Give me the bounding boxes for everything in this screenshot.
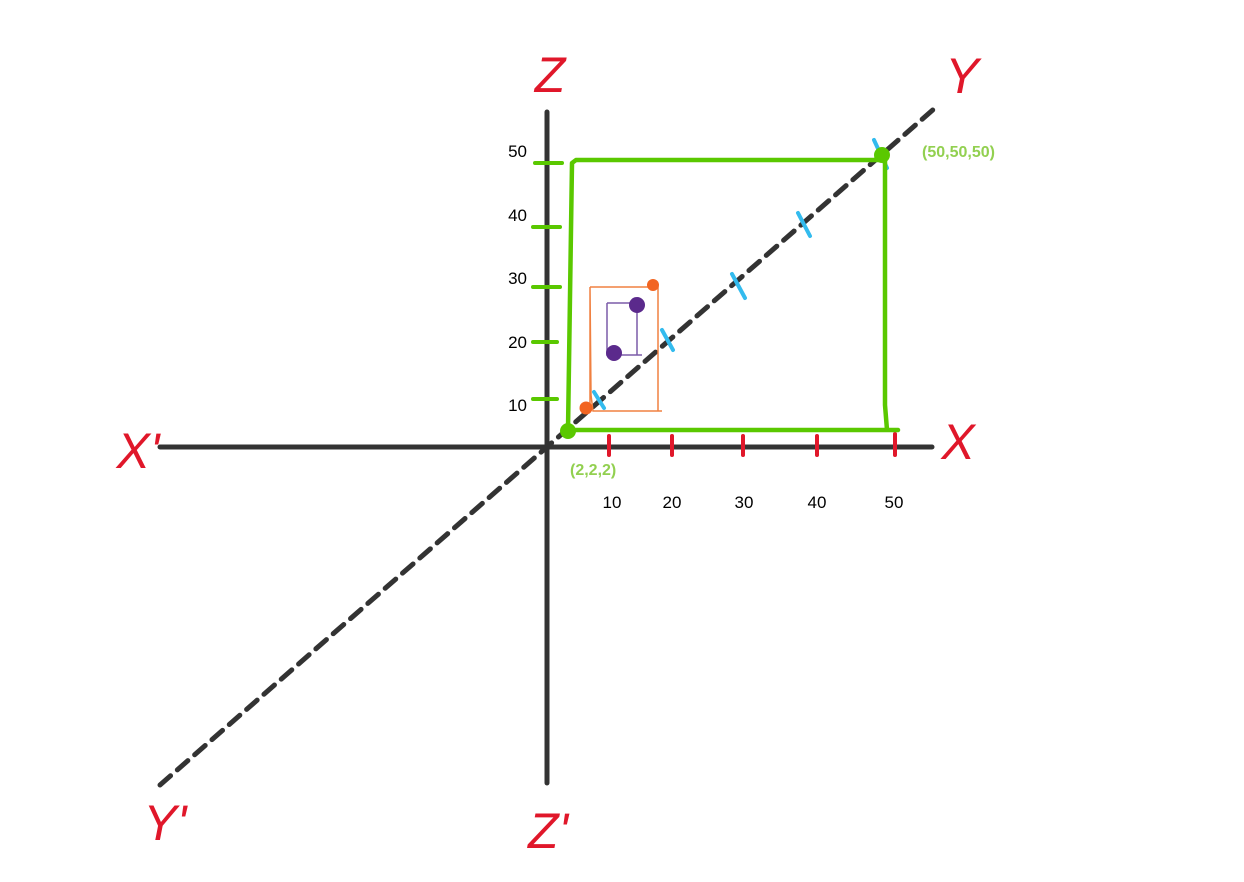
outer-max-point (874, 147, 890, 163)
max-point-label: (50,50,50) (922, 144, 995, 161)
y-tick-30 (730, 272, 747, 300)
y-tick-20 (660, 328, 675, 352)
x-tick-label: 30 (735, 493, 754, 512)
z-tick-label: 40 (508, 206, 527, 225)
x-tick-label: 20 (663, 493, 682, 512)
y-tick-10 (592, 390, 606, 410)
outer-min-point (560, 423, 576, 439)
y-tick-40 (796, 211, 812, 238)
z-ticks (531, 161, 564, 401)
z-tick-label: 20 (508, 333, 527, 352)
axis-label-x: X (940, 414, 976, 470)
x-tick-label: 50 (885, 493, 904, 512)
axis-label-z-neg: Z' (527, 803, 570, 859)
z-tick-label: 10 (508, 396, 527, 415)
axis-label-y: Y (945, 48, 982, 104)
z-tick-label: 30 (508, 269, 527, 288)
min-point-label: (2,2,2) (570, 462, 616, 479)
outer-bounding-box (565, 157, 901, 433)
inner-bounding-box (589, 286, 662, 412)
nested-point-upper (629, 297, 645, 313)
nested-point-lower (606, 345, 622, 361)
x-tick-label: 10 (603, 493, 622, 512)
x-ticks (607, 432, 897, 457)
inner-min-point (579, 401, 593, 415)
z-tick-label: 50 (508, 142, 527, 161)
inner-max-point (647, 279, 659, 291)
x-tick-label: 40 (808, 493, 827, 512)
axis-label-y-neg: Y' (144, 795, 188, 851)
axis-label-z: Z (534, 47, 567, 103)
axis-label-x-neg: X' (116, 423, 161, 479)
